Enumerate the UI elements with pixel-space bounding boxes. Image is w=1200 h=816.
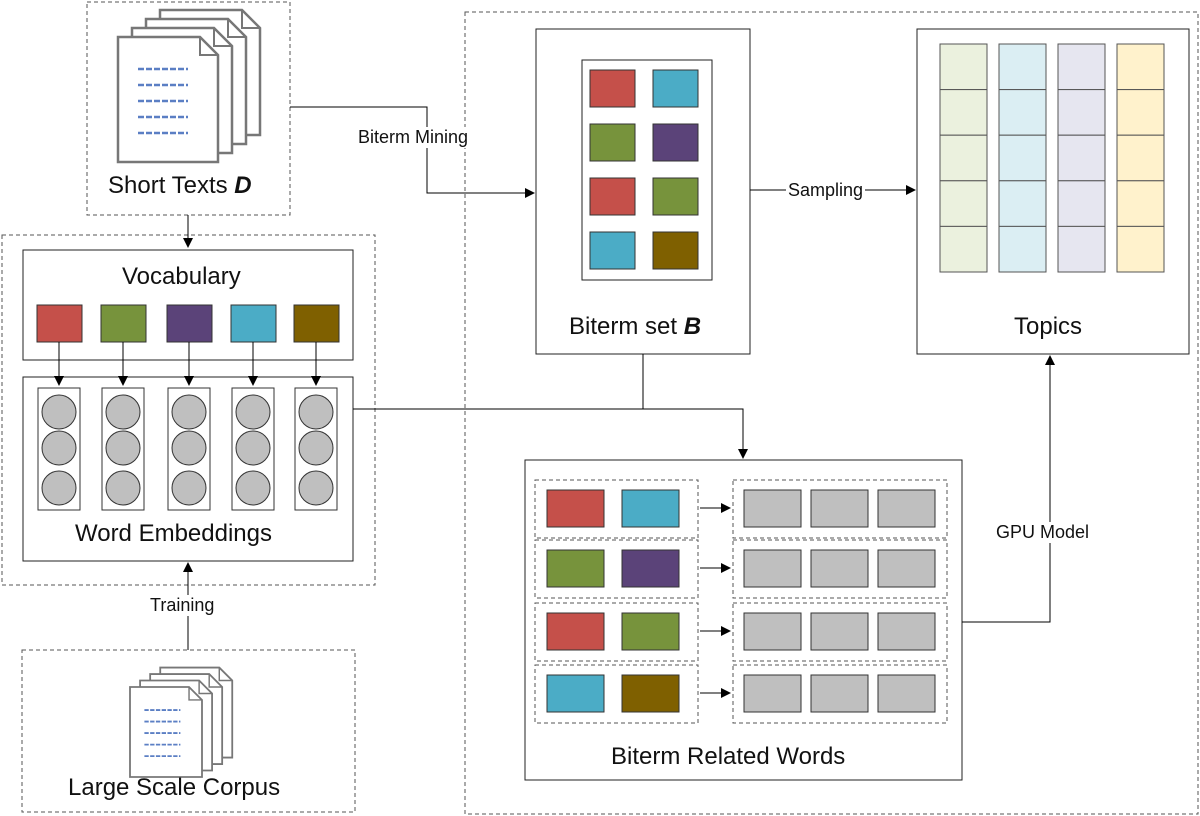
related-biterm-word-green [621, 612, 680, 651]
embedding-dimension [298, 394, 334, 430]
embeddings-to-related-connector [353, 408, 748, 459]
topic-word-cell [1057, 134, 1106, 182]
biterm-word-green [652, 177, 699, 216]
biterm-word-red [589, 69, 636, 108]
related-word [810, 612, 869, 651]
topic-word-cell [1116, 225, 1165, 273]
biterm-word-red [589, 177, 636, 216]
short-texts-group [86, 1, 291, 216]
embedding-vectors [37, 387, 338, 511]
topic-word-cell [998, 225, 1047, 273]
topic-word-cell [1057, 43, 1106, 91]
topic-word-cell [1116, 89, 1165, 136]
biterm-word-purple [652, 123, 699, 162]
related-word [810, 674, 869, 713]
document-fold [198, 680, 213, 695]
embedding-dimension [235, 430, 271, 466]
biterm-pair-frame [534, 539, 699, 599]
corpus-group [21, 649, 356, 813]
related-word [743, 674, 802, 713]
biterm-related-rows [534, 479, 948, 724]
embedding-dimension [105, 430, 141, 466]
document-fold [218, 667, 233, 682]
embedding-dimension [171, 430, 207, 466]
biterm-pair-frame [534, 602, 699, 662]
related-word [877, 674, 936, 713]
topic-word-cell [939, 225, 988, 273]
embedding-dimension [171, 470, 207, 506]
embedding-dimension [235, 470, 271, 506]
topic-word-cell [1057, 225, 1106, 273]
biterm-word-green [589, 123, 636, 162]
biterm-pair-frame [534, 664, 699, 724]
related-word [877, 549, 936, 588]
related-biterm-word-red [546, 489, 605, 528]
topic-columns [939, 43, 1165, 273]
embedding-dimension [298, 470, 334, 506]
document-fold [241, 10, 260, 29]
related-biterm-word-purple [621, 549, 680, 588]
biterm-pair-frame [534, 479, 699, 539]
embedding-dimension [235, 394, 271, 430]
related-words-frame [732, 479, 948, 539]
topic-word-cell [939, 134, 988, 182]
embedding-dimension [298, 430, 334, 466]
embedding-dimension [105, 394, 141, 430]
related-biterm-word-red [546, 612, 605, 651]
related-words-frame [732, 539, 948, 599]
biterm-word-blue [652, 69, 699, 108]
embedding-group [1, 234, 376, 586]
model-group [464, 11, 1199, 815]
document-fold [213, 28, 232, 47]
topic-word-cell [1116, 43, 1165, 91]
related-biterm-word-blue [546, 674, 605, 713]
vocabulary-word-squares [36, 304, 340, 386]
topic-word-cell [1116, 180, 1165, 227]
embedding-dimension [105, 470, 141, 506]
topic-word-cell [939, 89, 988, 136]
vocabulary-word-blue [230, 304, 277, 343]
vocabulary-word-brown [293, 304, 340, 343]
gpu-model-connector [962, 355, 1055, 623]
document-fold [199, 37, 218, 56]
related-word [877, 612, 936, 651]
topic-word-cell [1057, 89, 1106, 136]
embedding-dimension [41, 394, 77, 430]
document-stack-icon [116, 8, 262, 164]
document-fold [188, 687, 202, 701]
vocabulary-word-purple [166, 304, 213, 343]
biterm-word-brown [652, 231, 699, 270]
topic-word-cell [939, 180, 988, 227]
topic-word-cell [939, 43, 988, 91]
related-word [743, 612, 802, 651]
biterm-pairs [589, 69, 699, 270]
document-fold [227, 19, 246, 38]
related-biterm-word-brown [621, 674, 680, 713]
topic-word-cell [1057, 180, 1106, 227]
related-words-frame [732, 664, 948, 724]
related-word [810, 549, 869, 588]
document-stack-icon [129, 666, 234, 778]
related-words-frame [732, 602, 948, 662]
topic-word-cell [998, 89, 1047, 136]
related-word [810, 489, 869, 528]
related-biterm-word-green [546, 549, 605, 588]
related-biterm-word-blue [621, 489, 680, 528]
related-word [743, 489, 802, 528]
document-fold [208, 674, 223, 688]
biterm-mining-connector [290, 106, 535, 198]
biterm-word-blue [589, 231, 636, 270]
vocabulary-word-green [100, 304, 147, 343]
topic-word-cell [998, 43, 1047, 91]
related-word [743, 549, 802, 588]
embedding-dimension [41, 430, 77, 466]
related-word [877, 489, 936, 528]
embedding-dimension [171, 394, 207, 430]
vocabulary-word-red [36, 304, 83, 343]
topic-word-cell [998, 180, 1047, 227]
topic-word-cell [1116, 134, 1165, 182]
embedding-dimension [41, 470, 77, 506]
topic-word-cell [998, 134, 1047, 182]
